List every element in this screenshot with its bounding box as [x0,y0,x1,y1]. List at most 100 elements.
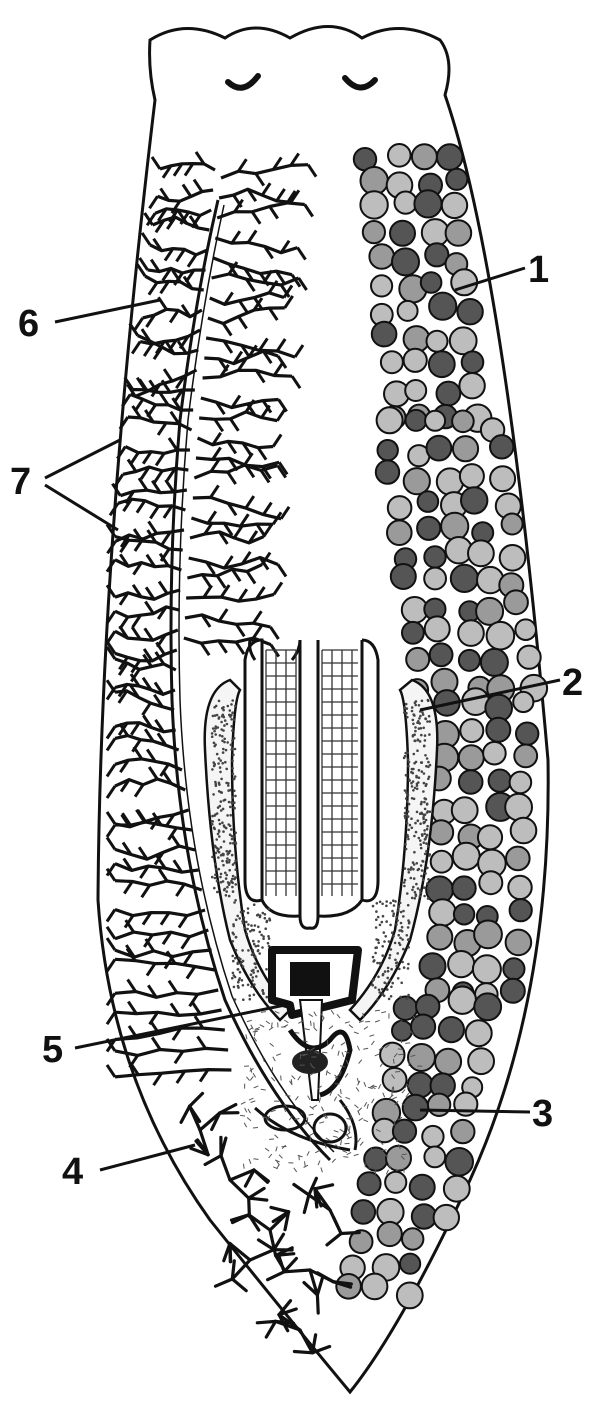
follicle [412,144,437,169]
branch-twig [107,1065,115,1077]
follicle [511,818,537,844]
follicle [459,650,480,671]
follicle [451,565,478,592]
follicle [428,1094,450,1116]
follicle [439,1017,464,1042]
follicle [427,331,448,352]
follicle [429,899,456,926]
follicle [490,466,515,491]
follicle [378,440,398,460]
follicle [431,851,453,873]
follicle [378,1222,402,1246]
follicle [369,244,394,269]
follicle [508,876,531,899]
follicle [377,407,403,433]
follicle [383,1068,407,1092]
branch-twig [107,1012,115,1024]
follicle [352,1200,376,1224]
follicle [452,411,474,433]
leader-7b [45,485,118,530]
follicle [510,899,532,921]
follicle [453,436,478,461]
follicle [478,825,502,849]
follicle [461,487,487,513]
follicle [515,619,536,640]
follicle [397,1283,423,1309]
follicle [425,616,450,641]
follicle [427,436,452,461]
follicle [392,1021,412,1041]
follicle [371,275,392,296]
follicle [424,568,446,590]
follicle [406,410,427,431]
follicle [468,1048,494,1074]
follicle [412,1204,436,1228]
follicle [360,191,387,218]
follicle [458,620,484,646]
follicle [408,1044,435,1071]
follicle [362,1274,388,1300]
follicle [444,1176,470,1202]
follicle [486,718,510,742]
follicle [502,514,523,535]
follicle [506,930,532,956]
follicle [503,958,524,979]
leader-7a [45,440,120,478]
follicle [516,723,538,745]
follicle [390,221,415,246]
follicle [435,1049,461,1075]
label-3: 3 [532,1093,553,1135]
follicle [437,468,463,494]
leader-3 [420,1110,530,1112]
follicle [403,1095,429,1121]
follicle [459,770,483,794]
follicle [364,1148,387,1171]
label-6: 6 [18,303,39,345]
follicle [437,382,461,406]
follicle [421,272,442,293]
follicle [405,380,426,401]
follicle [514,745,537,768]
follicle [429,820,453,844]
follicle [487,622,515,650]
follicle [454,904,474,924]
follicle [460,719,483,742]
label-4: 4 [62,1151,83,1193]
follicle [460,464,484,488]
follicle [424,546,445,567]
follicle [376,460,399,483]
follicle [417,517,440,540]
follicle [490,435,513,458]
follicle [462,351,484,373]
follicle [489,770,511,792]
follicle [451,1120,474,1143]
follicle [457,299,482,324]
follicle [479,871,502,894]
follicle [420,953,446,979]
follicle [404,349,427,372]
follicle [474,921,502,949]
follicle [446,169,467,190]
follicle [434,1205,459,1230]
follicle [418,491,439,512]
follicle [452,876,475,899]
follicle [388,496,412,520]
follicle [414,190,441,217]
follicle [402,622,424,644]
follicle [459,373,484,398]
follicle [451,269,477,295]
label-2: 2 [562,662,583,704]
follicle [445,1148,473,1176]
follicle [422,1126,443,1147]
follicle [395,192,417,214]
follicle [372,322,397,347]
follicle [518,646,541,669]
follicle [430,643,453,666]
follicle [504,590,528,614]
follicle [448,951,474,977]
follicle [387,520,412,545]
follicle [459,745,484,770]
follicle [406,648,429,671]
follicle [481,649,508,676]
follicle [476,598,503,625]
